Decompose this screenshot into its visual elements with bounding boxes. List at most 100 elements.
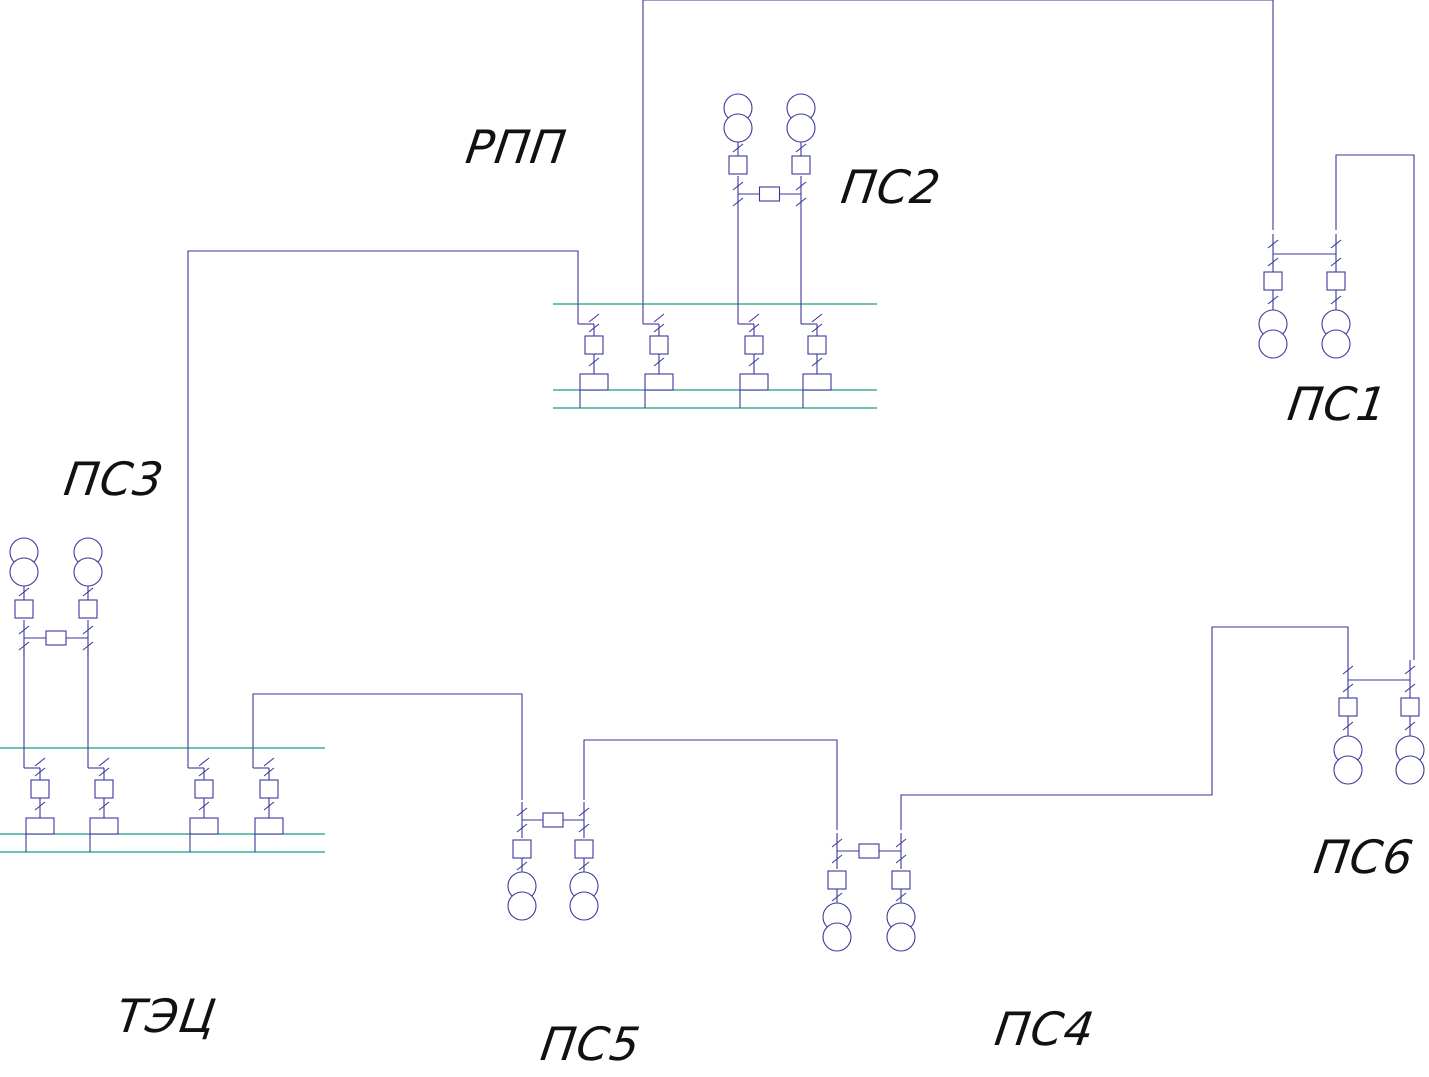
disconnector-mark [578,861,590,871]
circuit-breaker [1263,271,1283,291]
disconnector-mark [1330,295,1342,305]
label-tec: ТЭЦ [113,989,219,1043]
bus-selector-box [802,373,832,391]
disconnector-mark [1404,665,1416,675]
disconnector-mark [1342,683,1354,693]
switchgear-bay [642,304,674,408]
transformer-winding [569,891,599,921]
substation-ps2 [723,93,816,212]
transformer-winding [886,922,916,952]
label-ps6: ПС6 [1311,830,1418,884]
sectional-breaker [45,630,67,646]
disconnector-mark [748,313,760,323]
circuit-breaker [891,870,911,890]
disconnector-mark [1330,239,1342,249]
disconnector-mark [653,323,665,333]
bus-selector-box [254,817,284,835]
disconnector-mark [98,767,110,777]
transformer-winding [1258,329,1288,359]
circuit-breaker [1338,697,1358,717]
circuit-breaker [574,839,594,859]
circuit-breaker [1326,271,1346,291]
disconnector-mark [82,587,94,597]
transformer-winding [507,891,537,921]
transformer-winding [786,113,816,143]
circuit-breaker [807,335,827,355]
circuit-breaker [649,335,669,355]
substation-ps5 [507,802,599,921]
circuit-breaker [728,155,748,175]
sectional-breaker [858,843,880,859]
switchgear-bay [252,748,284,852]
switchgear-bay [87,748,119,852]
transformer-winding [822,922,852,952]
circuit-breaker [78,599,98,619]
disconnector-mark [1342,721,1354,731]
transformer-winding [1333,755,1363,785]
disconnector-mark [588,313,600,323]
bus-selector-box [189,817,219,835]
switchgear-bay [800,304,832,408]
transformer-winding [1395,755,1425,785]
circuit-breaker [512,839,532,859]
substation-ps3 [9,537,103,656]
switchgear-bay [187,748,219,852]
disconnector-mark [895,892,907,902]
disconnector-mark [34,767,46,777]
switchgear-bay [577,304,609,408]
disconnector-mark [811,357,823,367]
disconnector-mark [263,801,275,811]
line-rpp-ps1 [642,0,1274,304]
circuit-breaker [584,335,604,355]
disconnector-mark [831,892,843,902]
circuit-breaker [194,779,214,799]
bus-selector-box [739,373,769,391]
line-rpp-tec [187,250,579,748]
rpp-switchgear [553,303,877,409]
disconnector-mark [748,357,760,367]
disconnector-mark [98,801,110,811]
label-ps4: ПС4 [992,1002,1099,1056]
disconnector-mark [811,313,823,323]
circuit-breaker [30,779,50,799]
disconnector-mark [653,357,665,367]
circuit-breaker [14,599,34,619]
disconnector-mark [1404,721,1416,731]
line-ps4-ps6 [900,626,1349,830]
disconnector-mark [811,323,823,333]
disconnector-mark [263,767,275,777]
transformer-winding [73,557,103,587]
circuit-breaker [744,335,764,355]
disconnector-mark [516,861,528,871]
transformer-winding [9,557,39,587]
label-ps2: ПС2 [838,160,945,214]
disconnector-mark [588,323,600,333]
disconnector-mark [1330,257,1342,267]
disconnector-mark [18,587,30,597]
circuit-breaker [791,155,811,175]
disconnector-mark [732,143,744,153]
sectional-breaker [758,186,781,202]
disconnector-mark [98,757,110,767]
line-tec-ps5 [252,693,523,800]
label-ps5: ПС5 [537,1017,644,1071]
line-ps1-ps6 [1335,154,1415,660]
disconnector-mark [748,323,760,333]
bus-selector-box [25,817,55,835]
disconnector-mark [34,801,46,811]
switchgear-bay [23,748,55,852]
bus-selector-box [579,373,609,391]
circuit-breaker [1400,697,1420,717]
disconnector-mark [1267,295,1279,305]
substation-ps4 [822,833,916,952]
transmission-lines [187,0,1415,830]
disconnector-mark [1267,257,1279,267]
disconnector-mark [1342,665,1354,675]
label-rpp: РПП [463,120,570,174]
substation-ps1 [1258,234,1351,359]
switchgear-bay [737,304,769,408]
disconnector-mark [198,757,210,767]
label-ps3: ПС3 [61,452,168,506]
disconnector-mark [653,313,665,323]
